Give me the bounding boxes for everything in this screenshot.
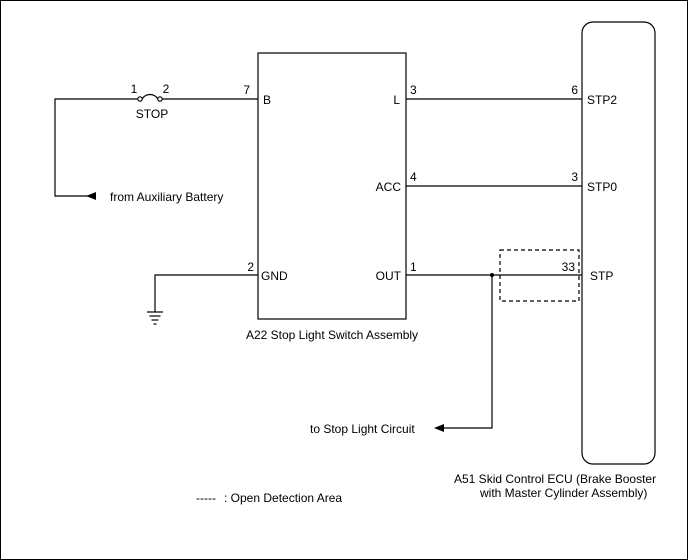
ecu-pin-stp-label: STP (590, 269, 613, 283)
switch-pin-7-num: 7 (243, 83, 250, 97)
ecu-pin-3-num: 3 (571, 170, 578, 184)
fuse-name: STOP (136, 107, 168, 121)
fuse-terminal-2 (157, 96, 163, 102)
source-arrow-icon (86, 192, 96, 200)
output-arrow-icon (434, 424, 444, 432)
gnd-wire (154, 274, 258, 312)
fuse-symbol (141, 93, 159, 100)
switch-pin-3-num: 3 (410, 83, 417, 97)
switch-pin-acc-label: ACC (376, 180, 402, 194)
switch-pin-out-label: OUT (376, 269, 402, 283)
ecu-pin-6-num: 6 (571, 83, 578, 97)
switch-pin-4-num: 4 (410, 170, 417, 184)
source-label: from Auxiliary Battery (110, 190, 223, 204)
ecu-pin-33-num: 33 (562, 260, 576, 274)
skid-control-ecu-box (581, 21, 656, 465)
output-label: to Stop Light Circuit (310, 422, 415, 436)
switch-name: A22 Stop Light Switch Assembly (246, 328, 418, 342)
switch-pin-b-label: B (263, 93, 271, 107)
ecu-name-line-2: with Master Cylinder Assembly) (479, 486, 647, 500)
switch-pin-1-num: 1 (410, 260, 417, 274)
fuse-pin-1: 1 (131, 82, 138, 96)
legend-text: : Open Detection Area (224, 491, 342, 505)
ecu-pin-stp0-label: STP0 (587, 180, 617, 194)
fuse-terminal-1 (137, 96, 143, 102)
switch-pin-2-num: 2 (247, 260, 254, 274)
stop-light-branch-wire (444, 275, 493, 429)
legend-dash-symbol: ----- (196, 491, 216, 505)
stop-light-switch-box (257, 52, 407, 320)
switch-pin-gnd-label: GND (261, 269, 288, 283)
fuse-pin-2: 2 (163, 82, 170, 96)
switch-pin-l-label: L (393, 93, 400, 107)
ecu-pin-stp2-label: STP2 (587, 93, 617, 107)
open-detection-area (499, 249, 580, 302)
battery-wire (54, 98, 138, 197)
ecu-name-line-1: A51 Skid Control ECU (Brake Booster (454, 472, 656, 486)
